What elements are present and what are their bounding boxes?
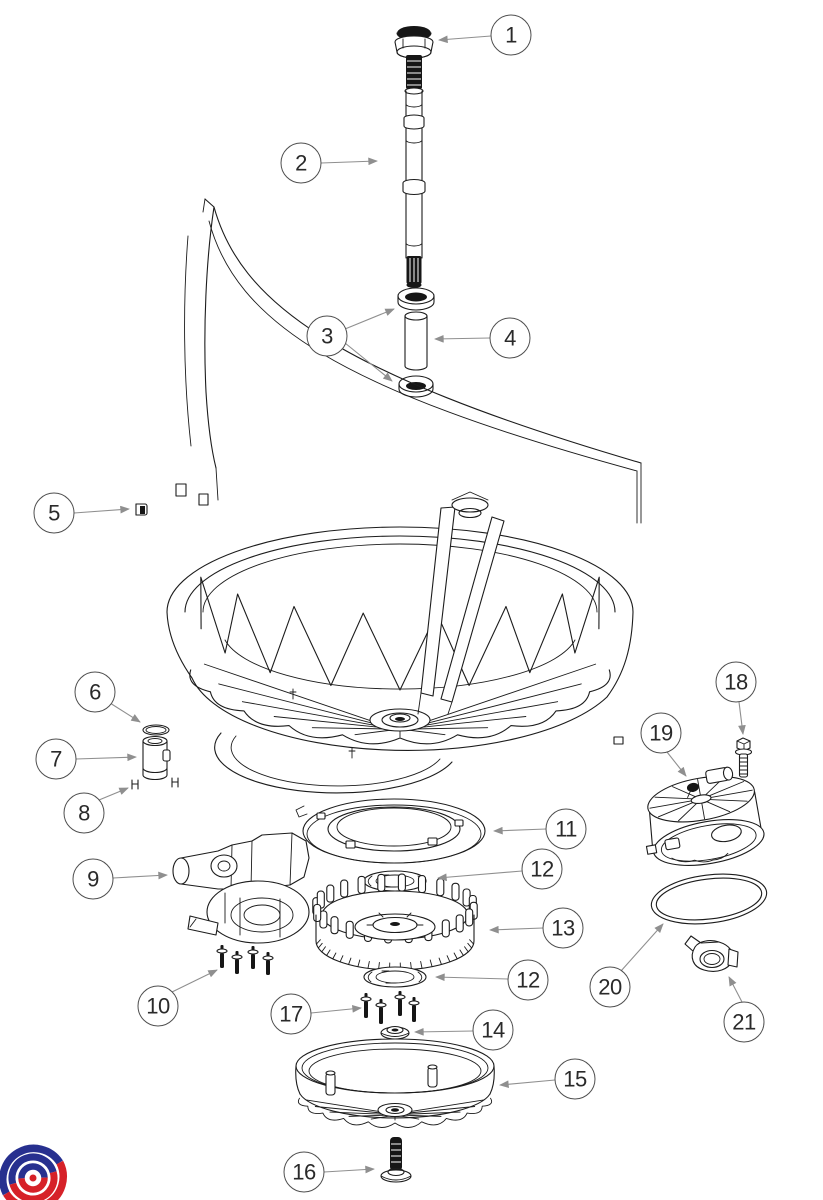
callout-20: 20 <box>589 966 631 1008</box>
callout-2: 2 <box>280 142 322 184</box>
gasket-oring-drawing <box>650 873 768 925</box>
callout-3-label: 3 <box>321 323 333 348</box>
callout-1: 1 <box>490 14 532 56</box>
cam-washer-upper-drawing <box>363 870 427 892</box>
callout-7-label: 7 <box>50 746 62 771</box>
support-bracket-drawing <box>417 491 505 715</box>
callout-12-upper: 12 <box>521 848 563 890</box>
inlet-funnel-drawing <box>684 935 739 972</box>
callout-3: 3 <box>306 315 348 357</box>
mounting-bolt-drawing <box>734 737 753 778</box>
callout-19: 19 <box>640 712 682 754</box>
callout-17-label: 17 <box>279 1001 303 1026</box>
rotor-scallops <box>297 1097 493 1128</box>
callout-19-label: 19 <box>649 720 673 745</box>
motor-bolts-drawing <box>216 945 274 975</box>
callout-11-label: 11 <box>555 816 577 841</box>
callout-12-lower-label: 12 <box>516 967 540 992</box>
callout-12-upper-label: 12 <box>530 856 554 881</box>
callout-15-label: 15 <box>563 1066 587 1091</box>
tub-hub-drawing <box>369 708 431 732</box>
leader-lines <box>73 35 746 1174</box>
callout-1-label: 1 <box>505 22 517 47</box>
tub-fins <box>203 663 597 738</box>
brand-swirl-logo <box>0 1144 67 1200</box>
callout-8-label: 8 <box>78 800 90 825</box>
motor-assembly-drawing <box>172 832 310 944</box>
callout-2-label: 2 <box>295 150 307 175</box>
callout-11: 11 <box>545 808 587 850</box>
upper-bearing-drawing <box>397 287 435 311</box>
callout-7: 7 <box>35 738 77 780</box>
drain-channel-drawing <box>214 732 453 794</box>
drive-gear-drawing <box>312 873 478 971</box>
spacer-drawing <box>404 311 428 371</box>
drive-shaft-drawing <box>402 55 426 288</box>
callout-18: 18 <box>715 661 757 703</box>
callout-9-label: 9 <box>87 866 99 891</box>
rotor-bolts-drawing <box>360 991 420 1024</box>
callout-14: 14 <box>472 1009 514 1051</box>
callout-4: 4 <box>489 317 531 359</box>
callout-9: 9 <box>72 858 114 900</box>
callout-5: 5 <box>33 492 75 534</box>
callout-6: 6 <box>74 671 116 713</box>
callout-16: 16 <box>283 1151 325 1193</box>
callout-20-label: 20 <box>598 974 622 999</box>
gearcase-assembly-drawing <box>645 766 765 866</box>
callout-10: 10 <box>137 985 179 1027</box>
callout-13: 13 <box>542 907 584 949</box>
callout-21: 21 <box>723 1001 765 1043</box>
callout-14-label: 14 <box>481 1017 505 1042</box>
callout-5-label: 5 <box>48 500 60 525</box>
coupler-drawing <box>142 735 171 781</box>
tub-fasteners-drawing <box>289 688 624 759</box>
center-bolt-drawing <box>380 1137 412 1183</box>
callout-16-label: 16 <box>292 1159 316 1184</box>
retainer-clips-drawing <box>131 777 179 790</box>
callout-8: 8 <box>63 792 105 834</box>
rotor-cover-drawing <box>295 1038 495 1128</box>
callout-13-label: 13 <box>551 915 575 940</box>
tub-bowl-drawing <box>166 491 634 794</box>
callout-4-label: 4 <box>504 325 516 350</box>
small-oring-drawing <box>142 724 170 736</box>
callout-15: 15 <box>554 1058 596 1100</box>
tub-ribs <box>200 576 600 691</box>
callout-18-label: 18 <box>724 669 748 694</box>
tub-scallops <box>189 669 611 745</box>
shell-clip-drawing <box>135 503 148 516</box>
balance-ring-drawing <box>295 798 486 864</box>
callout-10-label: 10 <box>146 993 170 1018</box>
cap-drawing <box>394 26 434 59</box>
gear-ratchet-ticks <box>315 939 475 971</box>
callout-6-label: 6 <box>89 679 101 704</box>
callout-12-lower: 12 <box>507 959 549 1001</box>
callout-17: 17 <box>270 993 312 1035</box>
shaft-nut-drawing <box>380 1025 410 1040</box>
tub-shell-drawing <box>175 198 642 524</box>
cam-washer-lower-drawing <box>363 966 427 988</box>
callout-21-label: 21 <box>732 1009 756 1034</box>
